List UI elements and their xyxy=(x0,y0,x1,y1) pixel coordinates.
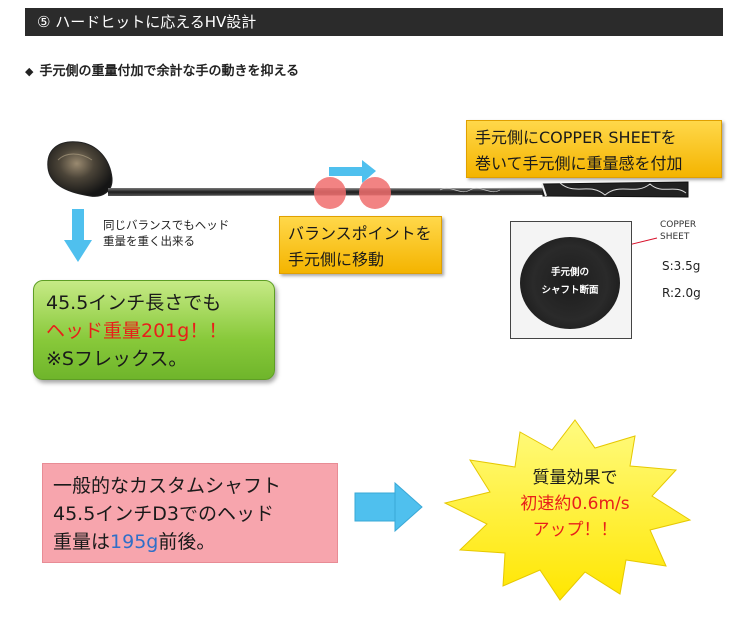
section-title: ⑤ ハードヒットに応えるHV設計 xyxy=(37,13,257,31)
driver-head-icon xyxy=(47,141,113,197)
spec-s-flex: S:3.5g xyxy=(662,259,701,273)
subheading: ◆ 手元側の重量付加で余計な手の動きを抑える xyxy=(25,60,299,79)
cross-section-label-line2: シャフト断面 xyxy=(541,285,599,296)
star-burst-line3: アップ！！ xyxy=(532,520,618,540)
cross-section-label-line1: 手元側の xyxy=(550,267,589,278)
copper-sheet-label-line2: SHEET xyxy=(660,232,690,242)
same-balance-note-line2: 重量を重く出来る xyxy=(103,234,195,248)
same-balance-note-line1: 同じバランスでもヘッド xyxy=(103,218,230,232)
head-weight-green-box: 45.5インチ長さでも ヘッド重量201g！！ ※Sフレックス。 xyxy=(33,280,275,380)
balance-callout-line1: バランスポイントを xyxy=(288,224,432,243)
grip-icon xyxy=(541,181,689,198)
right-arrow-icon-small xyxy=(329,160,376,183)
balance-point-circle-left xyxy=(314,177,346,209)
cross-section-label: 手元側の シャフト断面 xyxy=(520,264,620,300)
star-burst-line2: 初速約0.6m/s xyxy=(520,494,630,514)
balance-point-callout: バランスポイントを 手元側に移動 xyxy=(279,216,442,274)
pink-box-line1: 一般的なカスタムシャフト xyxy=(53,475,282,497)
star-burst-icon xyxy=(443,419,692,601)
star-burst-line1: 質量効果で xyxy=(532,468,618,488)
green-box-line3: ※Sフレックス。 xyxy=(46,348,188,370)
pink-box-line2: 45.5インチD3でのヘッド xyxy=(53,503,275,525)
subheading-text: 手元側の重量付加で余計な手の動きを抑える xyxy=(39,64,300,79)
star-burst-text: 質量効果で 初速約0.6m/s アップ！！ xyxy=(470,465,680,543)
copper-sheet-callout: 手元側にCOPPER SHEETを 巻いて手元側に重量感を付加 xyxy=(466,120,722,178)
right-arrow-icon-large xyxy=(354,481,423,533)
diamond-bullet-icon: ◆ xyxy=(25,65,34,78)
green-box-line2: ヘッド重量201g！！ xyxy=(46,320,228,342)
pink-box-weight-value: 195g xyxy=(110,531,159,553)
balance-point-circle-right xyxy=(359,177,391,209)
shaft-cross-section-circle xyxy=(520,237,620,329)
pink-box-line3: 重量は195g前後。 xyxy=(53,528,327,556)
pink-box-line3-suffix: 前後。 xyxy=(158,531,216,553)
copper-sheet-label-line1: COPPER xyxy=(660,220,697,230)
balance-callout-line2: 手元側に移動 xyxy=(288,250,385,269)
spec-r-flex: R:2.0g xyxy=(662,286,701,300)
copper-callout-line2: 巻いて手元側に重量感を付加 xyxy=(475,154,683,173)
copper-callout-line1: 手元側にCOPPER SHEETを xyxy=(475,128,677,147)
copper-sheet-label: COPPER SHEET xyxy=(660,219,696,243)
section-header: ⑤ ハードヒットに応えるHV設計 xyxy=(25,8,723,36)
same-balance-note: 同じバランスでもヘッド 重量を重く出来る xyxy=(103,217,229,249)
pink-box-line3-prefix: 重量は xyxy=(53,531,111,553)
standard-shaft-pink-box: 一般的なカスタムシャフト 45.5インチD3でのヘッド 重量は195g前後。 xyxy=(42,463,338,563)
green-box-line1: 45.5インチ長さでも xyxy=(46,292,222,314)
down-arrow-icon xyxy=(64,209,92,262)
